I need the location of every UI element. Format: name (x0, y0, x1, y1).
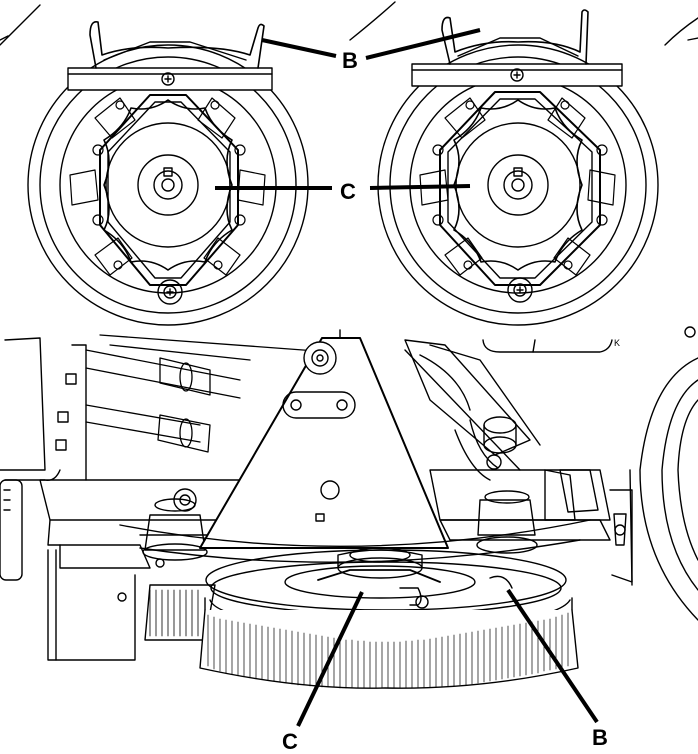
callout-label-b-bottom: B (592, 725, 608, 750)
svg-text:K: K (614, 338, 620, 348)
callout-leaders-top (215, 28, 481, 190)
brush-driver-right (349, 1, 698, 326)
callout-leaders-bottom (296, 588, 599, 727)
callout-label-c-top: C (340, 179, 356, 204)
callout-label-b-top: B (342, 48, 358, 73)
brush-driver-left (0, 4, 309, 326)
callout-label-c-bottom: C (282, 729, 298, 754)
brush-deck-assembly: K (0, 326, 698, 689)
